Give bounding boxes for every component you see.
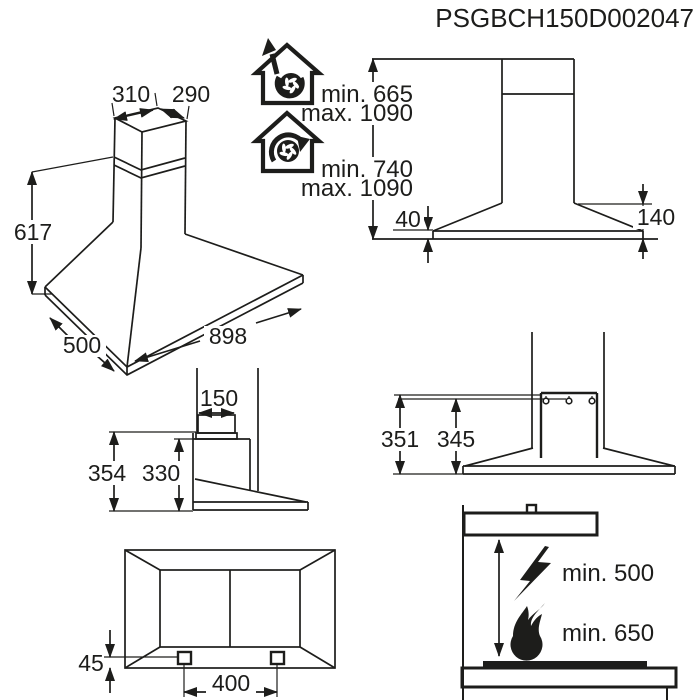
installation-heights: min. 665 max. 1090 min. 740 max. 1090: [250, 38, 417, 202]
mounting-bracket: [398, 391, 599, 458]
canopy-outline: [44, 221, 304, 377]
dim-side-total-height: 354: [88, 460, 127, 486]
drawing-number: PSGBCH150D002047: [435, 3, 694, 33]
flame-icon: [510, 603, 545, 661]
perspective-view: 310 290 617 500 898: [12, 81, 304, 377]
dim-height: 617: [14, 219, 52, 245]
dim-hole-spacing: 400: [212, 670, 250, 696]
side-view: 150 354 330: [86, 368, 309, 512]
dim-base-height: 40: [395, 206, 421, 232]
fixing-point: [176, 650, 193, 666]
extraction-min-height: min. 665: [321, 81, 413, 108]
dim-canopy-height: 140: [637, 204, 675, 230]
hood-bottom: [462, 511, 599, 537]
recirculation-max-height: max. 1090: [301, 175, 413, 202]
house-recirculation-fan-icon: [250, 110, 325, 174]
house-extraction-fan-icon: [250, 38, 325, 106]
dim-bracket-height: 351: [381, 426, 419, 452]
dim-depth: 500: [63, 332, 101, 358]
extraction-max-height: max. 1090: [301, 100, 413, 127]
clearance-view: min. 500 min. 650: [460, 503, 678, 700]
dim-holes-height: 345: [437, 426, 475, 452]
counter: [460, 666, 678, 689]
chimney-outline: [112, 107, 189, 249]
dim-duct-width: 150: [200, 385, 238, 411]
screw-hole-icon: [565, 397, 573, 405]
up-arrow-icon: [262, 38, 276, 56]
recirculation-min-height: min. 740: [321, 156, 413, 183]
lightning-icon: [514, 546, 551, 601]
dim-width: 898: [209, 323, 247, 349]
bottom-view: 45 400: [78, 549, 336, 697]
dim-top-width: 310: [112, 81, 150, 107]
circular-arrow-icon: [297, 136, 310, 152]
screw-hole-icon: [588, 397, 596, 405]
wall-bracket-view: 351 345: [379, 332, 676, 475]
dim-side-body-height: 330: [142, 460, 180, 486]
fixing-point: [269, 650, 286, 666]
electric-clearance-label: min. 500: [562, 560, 654, 587]
dim-top-depth: 290: [172, 81, 210, 107]
dim-edge-offset: 45: [78, 650, 104, 676]
screw-hole-icon: [542, 397, 550, 405]
front-view: 140 40: [368, 58, 679, 263]
gas-clearance-label: min. 650: [562, 620, 654, 647]
cooktop: [483, 661, 647, 668]
